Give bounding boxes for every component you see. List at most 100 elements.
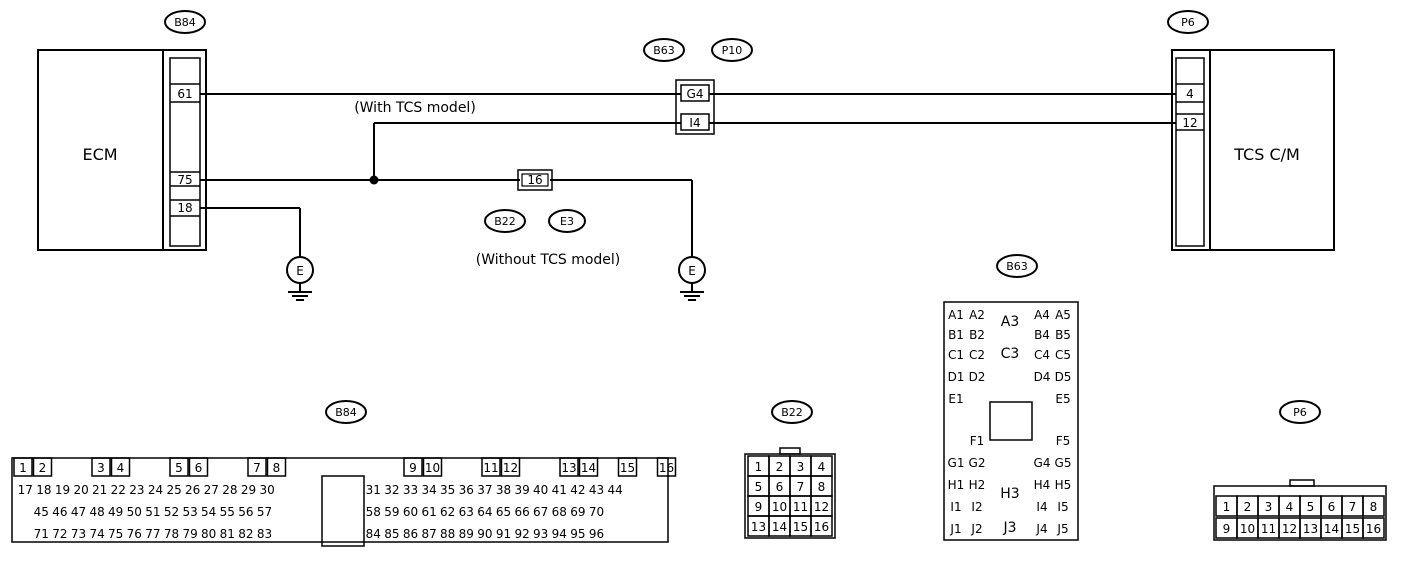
b63-pin-i2: I2 (971, 500, 982, 514)
b84-pin-19: 19 (55, 483, 70, 497)
b84-pin-87: 87 (421, 527, 436, 541)
b84-pin-7: 7 (253, 461, 261, 475)
b84-pin-24: 24 (148, 483, 163, 497)
b84-pin-41: 41 (552, 483, 567, 497)
b84-pin-67: 67 (533, 505, 548, 519)
b63-pin-c3: C3 (1001, 346, 1020, 362)
b22-view-tag: B22 (781, 406, 803, 419)
b63-center-key (989, 401, 1033, 441)
b84-pin-73: 73 (71, 527, 86, 541)
b84-pin-35: 35 (440, 483, 455, 497)
b84-pin-83: 83 (257, 527, 272, 541)
b84-pin-75: 75 (108, 527, 123, 541)
b63-pin-c5: C5 (1055, 348, 1071, 362)
b63-pin-g4: G4 (1034, 456, 1051, 470)
joint-connector-tag-p10: P10 (722, 44, 743, 57)
b84-center-key (321, 475, 365, 547)
b63-pin-f1: F1 (970, 434, 985, 448)
b63-pin-d5: D5 (1055, 370, 1072, 384)
b84-pin-72: 72 (52, 527, 67, 541)
b22-pin-1: 1 (755, 460, 763, 474)
tcs-label: TCS C/M (1233, 145, 1300, 164)
p6-pin-1: 1 (1223, 500, 1231, 514)
b63-pin-b4: B4 (1034, 328, 1050, 342)
ground-symbol-joint: E (688, 264, 696, 278)
b63-pin-a2: A2 (969, 308, 985, 322)
b84-pin-91: 91 (496, 527, 511, 541)
b63-pin-b1: B1 (948, 328, 964, 342)
tcs-connector-tag: P6 (1181, 16, 1195, 29)
b84-pin-28: 28 (222, 483, 237, 497)
b84-pin-92: 92 (514, 527, 529, 541)
b63-pin-e1: E1 (948, 392, 963, 406)
b22-pin-4: 4 (818, 460, 826, 474)
joint-connector (675, 79, 715, 135)
b84-pin-79: 79 (182, 527, 197, 541)
b63-pin-e5: E5 (1055, 392, 1070, 406)
b84-pin-64: 64 (477, 505, 492, 519)
b63-pin-g5: G5 (1055, 456, 1072, 470)
b84-pin-11: 11 (483, 461, 498, 475)
b63-pin-b5: B5 (1055, 328, 1071, 342)
b84-pin-2: 2 (39, 461, 47, 475)
p6-pin-7: 7 (1349, 500, 1357, 514)
tcs-box (1171, 49, 1335, 251)
b63-pin-i4: I4 (1036, 500, 1047, 514)
b84-pin-84: 84 (366, 527, 381, 541)
p6-pin-12: 12 (1282, 522, 1297, 536)
p6-pin-6: 6 (1328, 500, 1336, 514)
b84-pin-16: 16 (659, 461, 674, 475)
b22-pin-5: 5 (755, 480, 763, 494)
joint-pin-i4: I4 (689, 116, 700, 130)
without-connector-tag-b22: B22 (494, 215, 516, 228)
b63-pin-g2: G2 (969, 456, 986, 470)
b84-view-tag: B84 (335, 406, 357, 419)
p6-pin-8: 8 (1370, 500, 1378, 514)
b84-pin-51: 51 (145, 505, 160, 519)
b84-pin-48: 48 (89, 505, 104, 519)
b84-pin-71: 71 (34, 527, 49, 541)
b63-pin-j3: J3 (1002, 520, 1016, 536)
b84-pin-20: 20 (73, 483, 88, 497)
b22-pin-3: 3 (797, 460, 805, 474)
b84-pin-4: 4 (117, 461, 125, 475)
b22-pin-9: 9 (755, 500, 763, 514)
ground-symbol-ecm: E (296, 264, 304, 278)
b84-pin-54: 54 (201, 505, 216, 519)
ecm-pin-18: 18 (177, 201, 192, 215)
b63-pin-g1: G1 (948, 456, 965, 470)
b84-pin-29: 29 (241, 483, 256, 497)
b84-pin-6: 6 (195, 461, 203, 475)
b63-pin-a5: A5 (1055, 308, 1071, 322)
b22-pin-15: 15 (793, 520, 808, 534)
p6-pin-3: 3 (1265, 500, 1273, 514)
note-with-tcs: (With TCS model) (354, 100, 476, 116)
p6-pin-9: 9 (1223, 522, 1231, 536)
b84-pin-22: 22 (111, 483, 126, 497)
b84-pin-43: 43 (589, 483, 604, 497)
tcs-pin-4: 4 (1186, 87, 1194, 101)
b84-pin-68: 68 (552, 505, 567, 519)
b84-pin-30: 30 (259, 483, 274, 497)
b84-pin-62: 62 (440, 505, 455, 519)
b84-pin-14: 14 (581, 461, 596, 475)
b84-pin-57: 57 (257, 505, 272, 519)
joint-16-connector (517, 169, 553, 191)
b63-connector-body (943, 301, 1079, 541)
b84-pin-13: 13 (561, 461, 576, 475)
b84-pin-60: 60 (403, 505, 418, 519)
b84-pin-36: 36 (459, 483, 474, 497)
b63-pin-b2: B2 (969, 328, 985, 342)
b84-pin-18: 18 (36, 483, 51, 497)
b84-pin-56: 56 (238, 505, 253, 519)
p6-view-tag: P6 (1293, 406, 1307, 419)
b84-pin-50: 50 (127, 505, 142, 519)
b63-pin-j4: J4 (1035, 522, 1047, 536)
b84-pin-96: 96 (589, 527, 604, 541)
b84-pin-12: 12 (503, 461, 518, 475)
b84-pin-49: 49 (108, 505, 123, 519)
b63-pin-d2: D2 (969, 370, 986, 384)
ecm-label: ECM (82, 145, 117, 164)
b84-pin-74: 74 (89, 527, 104, 541)
